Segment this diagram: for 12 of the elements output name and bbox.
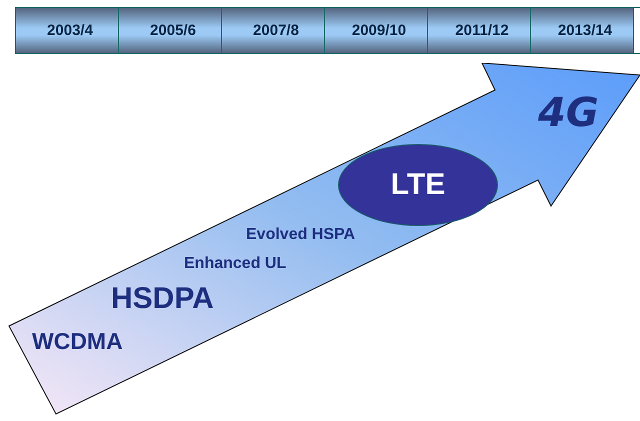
year-cell: 2009/10 bbox=[325, 8, 428, 53]
year-cell: 2013/14 bbox=[531, 8, 634, 53]
year-cell: 2007/8 bbox=[222, 8, 325, 53]
year-cell: 2005/6 bbox=[119, 8, 222, 53]
technology-label: HSDPA bbox=[111, 284, 214, 314]
technology-label: Evolved HSPA bbox=[246, 227, 356, 243]
technology-label: LTE bbox=[390, 168, 446, 202]
technology-label: WCDMA bbox=[32, 330, 123, 353]
generation-label: 4G bbox=[538, 93, 599, 133]
year-cell: 2011/12 bbox=[428, 8, 531, 53]
year-cell: 2003/4 bbox=[16, 8, 119, 53]
technology-label: Enhanced UL bbox=[184, 256, 286, 272]
